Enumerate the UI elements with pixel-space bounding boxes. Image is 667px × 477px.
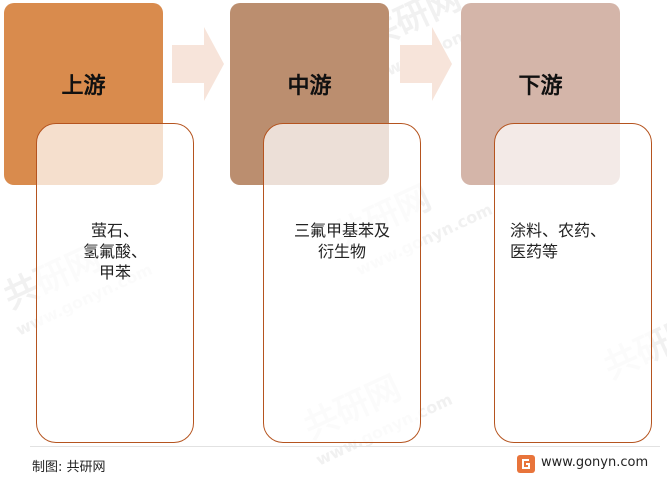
gonyn-logo-icon — [517, 455, 535, 473]
downstream-content: 涂料、农药、 医药等 — [510, 221, 607, 261]
right-arrow-icon — [172, 27, 224, 101]
upstream-content-box — [36, 123, 194, 443]
midstream-title: 中游 — [287, 74, 332, 99]
midstream-content-box — [263, 123, 421, 443]
upstream-title: 上游 — [61, 74, 106, 99]
footer-divider — [30, 446, 660, 447]
right-arrow-icon — [400, 27, 452, 101]
midstream-content: 三氟甲基苯及 衍生物 — [293, 221, 390, 261]
website-url: www.gonyn.com — [541, 455, 649, 470]
downstream-content-box — [494, 123, 652, 443]
upstream-content: 萤石、 氢氟酸、 甲苯 — [82, 221, 147, 282]
downstream-title: 下游 — [518, 74, 563, 99]
source-credit: 制图: 共研网 — [32, 460, 106, 475]
